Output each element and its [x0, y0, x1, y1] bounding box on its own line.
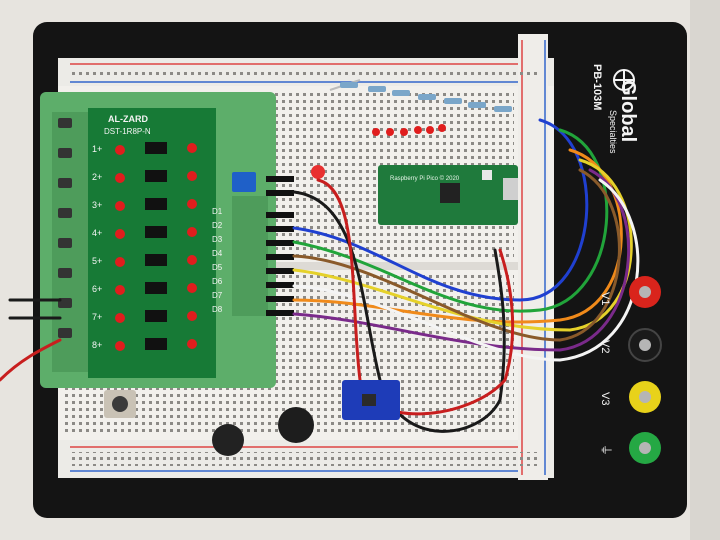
side-label: D5 — [212, 263, 223, 272]
binding-post-v1 — [629, 276, 661, 308]
active-buzzer — [278, 407, 314, 443]
binding-post-ground — [629, 432, 661, 464]
globe-logo — [613, 69, 635, 91]
terminal-label: ⏚ — [599, 444, 613, 456]
row-label: 5+ — [92, 256, 102, 266]
terminal-label: V2 — [599, 340, 611, 353]
side-label: D1 — [212, 207, 223, 216]
side-label: D7 — [212, 291, 223, 300]
binding-post-v3 — [629, 381, 661, 413]
header-pins — [266, 176, 294, 316]
row-label: 4+ — [92, 228, 102, 238]
resistor-array — [329, 79, 512, 112]
led-row — [372, 124, 446, 136]
background-shadow — [690, 0, 720, 540]
board-brand-sub: Specialties — [608, 110, 618, 154]
side-label: D2 — [212, 221, 223, 230]
center-channel — [58, 262, 518, 270]
right-power-rail — [518, 34, 548, 480]
relay-module: AL-ZARD DST-1R8P-N 1+ 2+ 3+ 4+ 5+ 6+ 7+ … — [40, 92, 276, 388]
hole-grid-top-rail — [70, 68, 540, 78]
row-label: 7+ — [92, 312, 102, 322]
sensor-module — [342, 380, 400, 420]
side-label: D8 — [212, 305, 223, 314]
row-label: 3+ — [92, 200, 102, 210]
row-label: 8+ — [92, 340, 102, 350]
board-model: PB-103M — [591, 64, 603, 110]
side-label: D4 — [212, 249, 223, 258]
binding-post-v2 — [628, 328, 662, 362]
row-label: 6+ — [92, 284, 102, 294]
module-brand: AL-ZARD — [108, 114, 148, 124]
buzzer — [212, 424, 244, 456]
push-button-cap — [112, 396, 128, 412]
pico-board: Raspberry Pi Pico © 2020 — [378, 165, 518, 225]
side-label: D6 — [212, 277, 223, 286]
row-label: 1+ — [92, 144, 102, 154]
module-part: DST-1R8P-N — [104, 127, 151, 136]
board-brand: Global — [617, 80, 639, 142]
terminal-label: V1 — [599, 292, 611, 305]
hole-grid-bottom-rail — [70, 452, 540, 466]
terminal-label: V3 — [599, 392, 611, 405]
single-led — [311, 165, 325, 179]
pico-label: Raspberry Pi Pico © 2020 — [390, 175, 460, 182]
side-label: D3 — [212, 235, 223, 244]
row-label: 2+ — [92, 172, 102, 182]
